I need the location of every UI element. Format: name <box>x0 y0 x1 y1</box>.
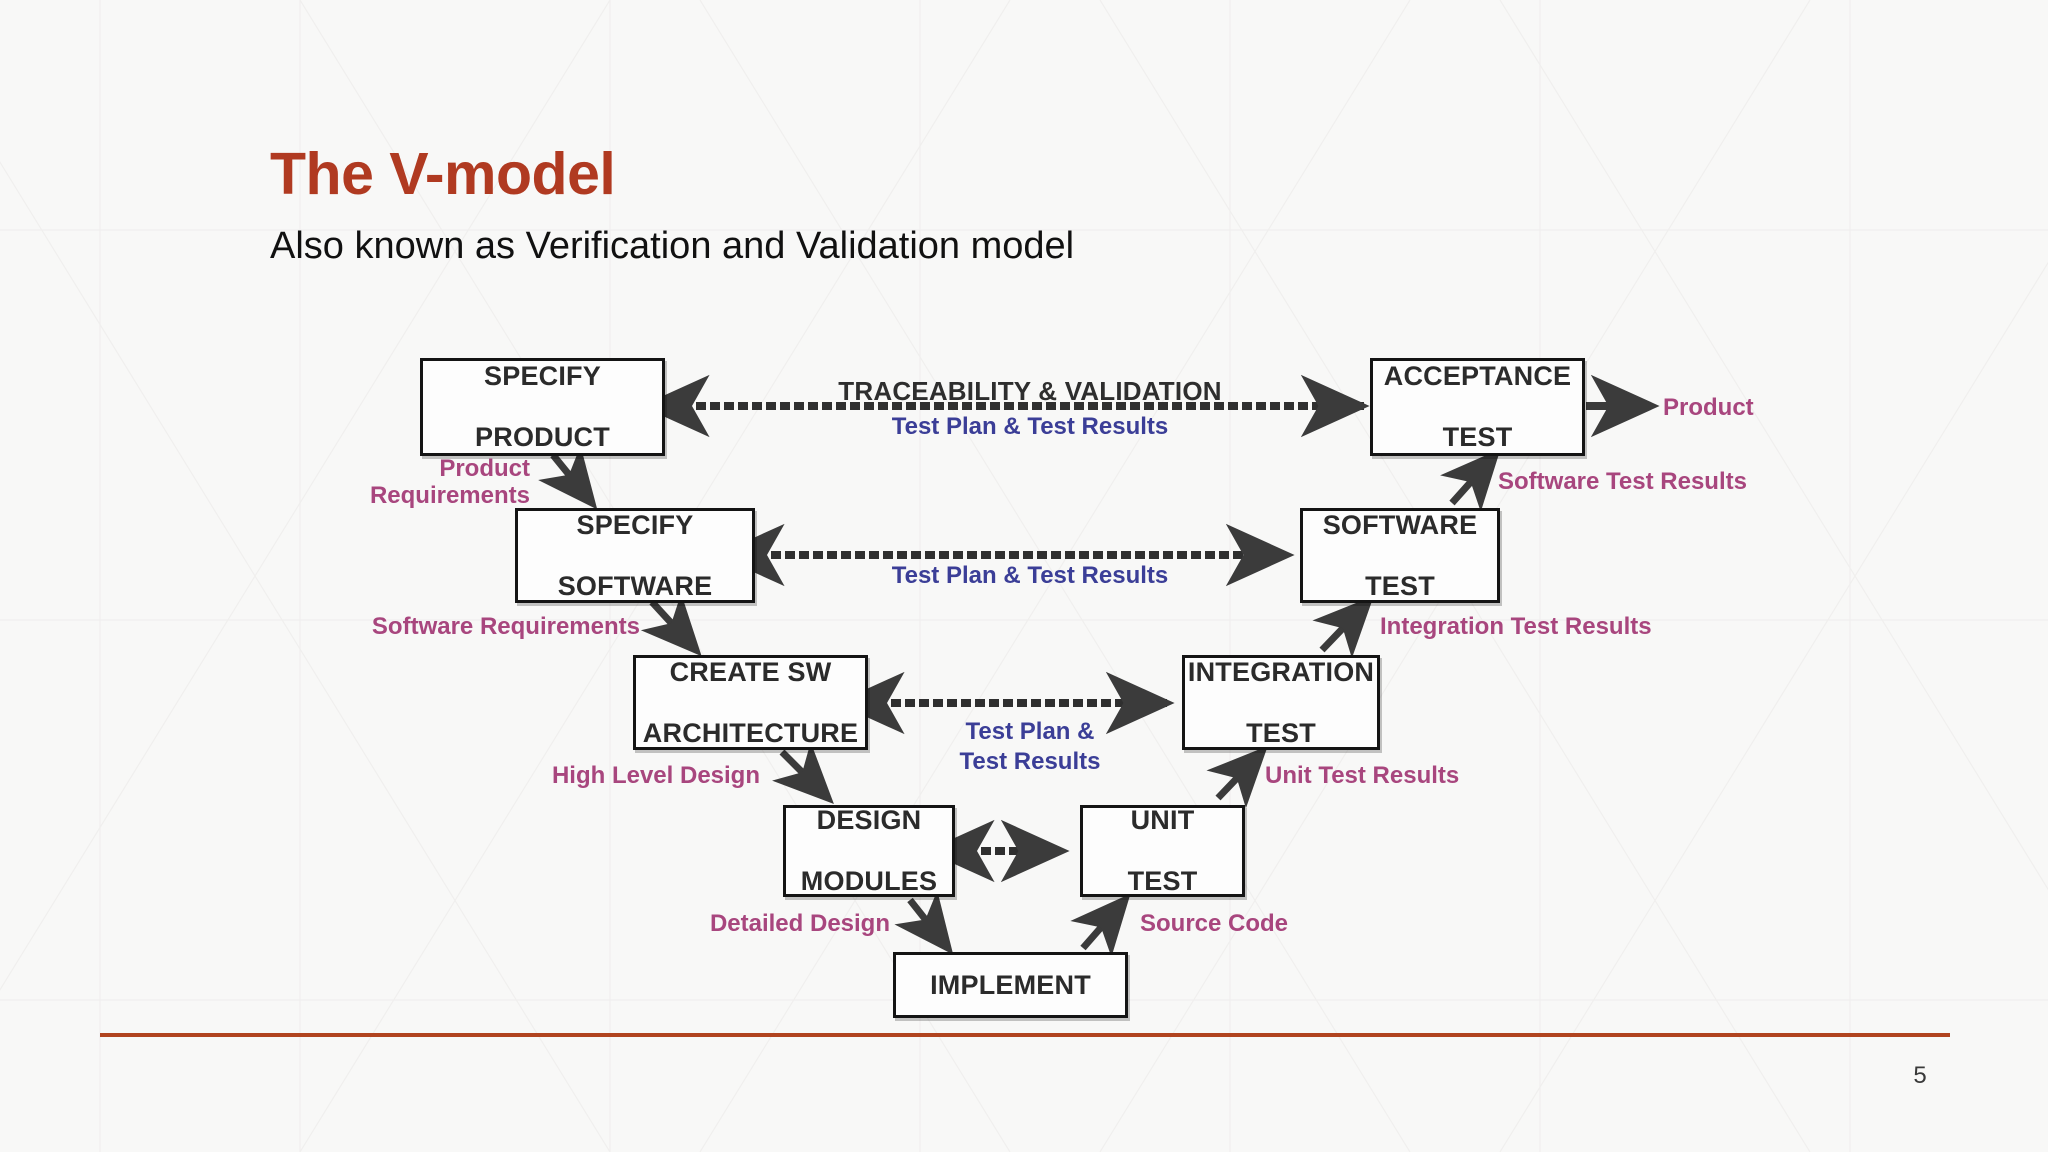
node-label-line: TEST <box>1442 422 1513 453</box>
artifact-label-high-level-design: High Level Design <box>551 762 760 789</box>
node-label-line: TEST <box>1127 866 1198 897</box>
node-label-line: CREATE SW <box>669 656 832 687</box>
node-unit-test[interactable]: UNIT TEST <box>1080 805 1245 897</box>
node-label-line: ACCEPTANCE <box>1383 361 1572 392</box>
node-acceptance-test[interactable]: ACCEPTANCE TEST <box>1370 358 1585 456</box>
page-subtitle: Also known as Verification and Validatio… <box>270 225 1075 267</box>
link-label-traceability-validation: TRACEABILITY & VALIDATION <box>838 376 1222 406</box>
node-design-modules[interactable]: DESIGN MODULES <box>783 805 955 897</box>
node-label-line: ARCHITECTURE <box>642 717 859 748</box>
node-label-line: DESIGN <box>816 805 922 836</box>
node-label-line: PRODUCT <box>475 422 610 453</box>
node-label-line: MODULES <box>800 866 938 897</box>
node-label-line: IMPLEMENT <box>930 969 1091 1000</box>
node-label-line: UNIT <box>1130 805 1195 836</box>
node-label-line: TEST <box>1246 717 1316 748</box>
node-implement[interactable]: IMPLEMENT <box>893 952 1128 1018</box>
page-title: The V-model <box>270 141 616 207</box>
artifact-label-product-requirements: Product Requirements <box>300 455 530 510</box>
link-label-test-plan-results-2: Test Plan & Test Results <box>891 562 1169 589</box>
node-label-line: TEST <box>1365 570 1435 601</box>
artifact-label-source-code: Source Code <box>1140 910 1289 937</box>
artifact-label-detailed-design: Detailed Design <box>709 910 890 937</box>
node-label-line: INTEGRATION <box>1187 656 1375 687</box>
footer-divider <box>100 1033 1950 1037</box>
artifact-label-integration-test-results: Integration Test Results <box>1380 613 1652 640</box>
node-label-line: SPECIFY <box>484 361 601 392</box>
artifact-label-software-test-results: Software Test Results <box>1498 468 1747 495</box>
node-label-line: SOFTWARE <box>1322 509 1478 540</box>
node-specify-product[interactable]: SPECIFY PRODUCT <box>420 358 665 456</box>
node-create-sw-architecture[interactable]: CREATE SW ARCHITECTURE <box>633 655 868 750</box>
node-label-line: SOFTWARE <box>557 570 713 601</box>
page-number: 5 <box>1913 1062 1927 1089</box>
node-label-line: SPECIFY <box>576 509 694 540</box>
artifact-label-line: Product <box>439 455 530 482</box>
artifact-label-software-requirements: Software Requirements <box>371 613 640 640</box>
node-integration-test[interactable]: INTEGRATION TEST <box>1182 655 1380 750</box>
artifact-label-line: Requirements <box>369 482 530 510</box>
link-label-test-plan-results-1: Test Plan & Test Results <box>891 413 1169 440</box>
artifact-label-unit-test-results: Unit Test Results <box>1265 762 1460 789</box>
node-specify-software[interactable]: SPECIFY SOFTWARE <box>515 508 755 603</box>
link-label-test-plan-results-3-line2: Test Results <box>959 748 1101 775</box>
artifact-label-product: Product <box>1663 394 1754 421</box>
node-software-test[interactable]: SOFTWARE TEST <box>1300 508 1500 603</box>
link-label-test-plan-results-3-line1: Test Plan & <box>965 718 1095 745</box>
